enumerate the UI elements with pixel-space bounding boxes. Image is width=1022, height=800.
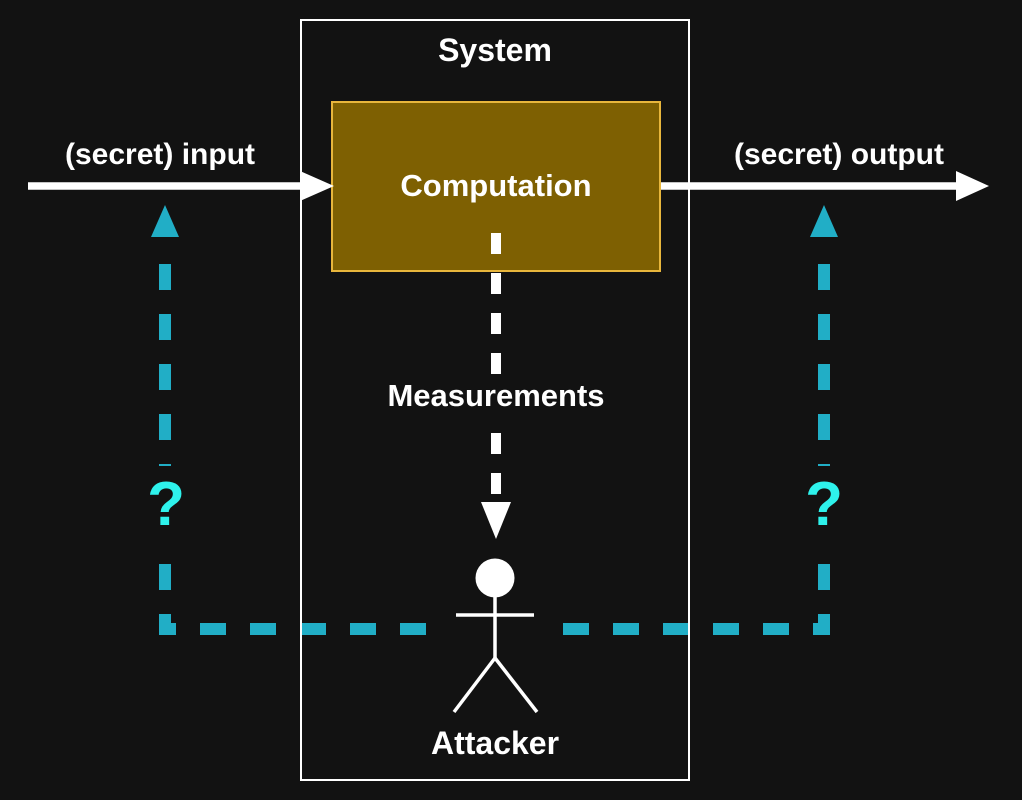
- question-mark-left: ?: [136, 466, 196, 544]
- inference-channel-right: [549, 205, 838, 635]
- left-up-arrowhead-icon: [151, 205, 179, 237]
- input-arrow: [28, 171, 334, 201]
- inference-channel-left: [151, 205, 441, 635]
- system-title: System: [438, 32, 552, 68]
- output-arrowhead-icon: [956, 171, 989, 201]
- right-up-arrowhead-icon: [810, 205, 838, 237]
- input-arrowhead-icon: [300, 171, 334, 201]
- secret-output-label: (secret) output: [734, 138, 944, 171]
- secret-input-label: (secret) input: [64, 138, 256, 171]
- computation-label: Computation: [400, 167, 592, 203]
- stick-person-icon: [452, 558, 539, 714]
- measurements-label: Measurements: [341, 374, 651, 418]
- output-arrow: [661, 171, 989, 201]
- measurements-arrowhead-icon: [481, 502, 511, 539]
- attacker-label: Attacker: [430, 725, 560, 761]
- measurements-arrow: [481, 233, 511, 539]
- question-mark-right: ?: [794, 466, 854, 544]
